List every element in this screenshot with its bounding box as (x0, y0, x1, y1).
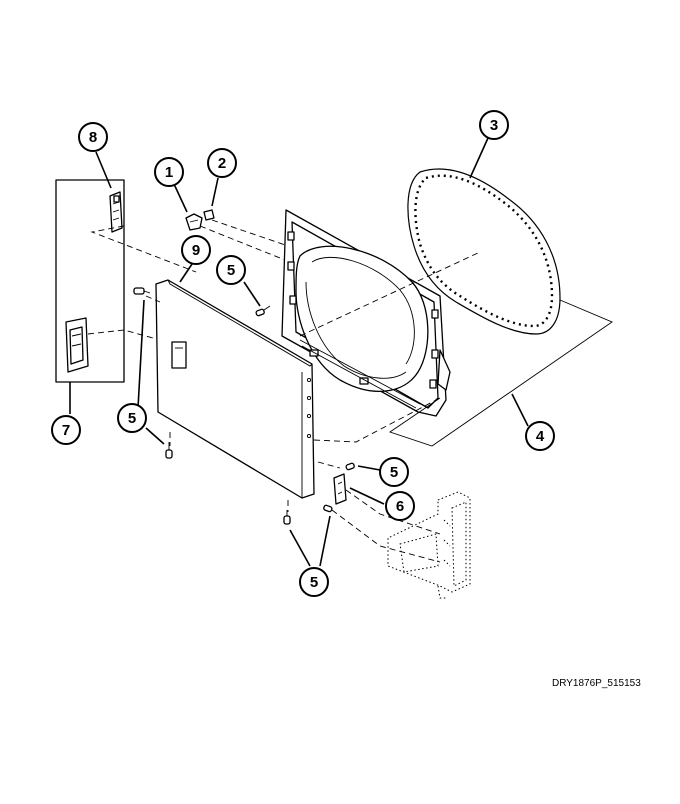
callout-label-2: 2 (218, 155, 226, 172)
callout-8: 8 (78, 122, 108, 152)
callout-5-left: 5 (117, 403, 147, 433)
door-strike-part-8 (109, 191, 123, 233)
image-code: DRY1876P_515153 (552, 678, 641, 689)
callout-label-5-left: 5 (128, 410, 136, 427)
callout-1: 1 (154, 157, 184, 187)
door-inner-panel-part-4 (281, 209, 451, 417)
callout-5-bottom: 5 (299, 567, 329, 597)
callout-5-upper: 5 (216, 255, 246, 285)
callout-label-1: 1 (165, 164, 173, 181)
callout-4: 4 (525, 421, 555, 451)
screw-part-5-a (133, 287, 151, 295)
callout-label-8: 8 (89, 129, 97, 146)
callout-label-3: 3 (490, 117, 498, 134)
hinge-clip-part-1 (185, 213, 203, 231)
assembly-outline-part-4 (388, 299, 613, 447)
door-panel-part-9 (155, 279, 315, 499)
callout-label-7: 7 (62, 422, 70, 439)
screw-part-5-c (165, 442, 173, 459)
screw-part-5-d (345, 462, 355, 471)
callout-label-4: 4 (536, 428, 545, 445)
callout-label-5-right: 5 (390, 464, 398, 481)
callout-label-9: 9 (192, 242, 200, 259)
hinge-part-6 (333, 473, 347, 505)
clip-part-2 (203, 209, 215, 221)
callout-label-6: 6 (396, 498, 404, 515)
screw-part-5-e (283, 510, 291, 525)
screw-part-5-b (255, 305, 271, 317)
callout-3: 3 (479, 110, 509, 140)
callout-label-5-upper: 5 (227, 262, 235, 279)
callout-2: 2 (207, 148, 237, 178)
cabinet-bracket (387, 491, 471, 599)
door-gasket-part-3 (407, 168, 561, 335)
door-handle-part-7 (65, 317, 89, 373)
callout-9: 9 (181, 235, 211, 265)
callout-6: 6 (385, 491, 415, 521)
callout-leaders (69, 137, 529, 567)
screw-part-5-f (323, 504, 333, 513)
callout-5-right: 5 (379, 457, 409, 487)
callout-label-5-bottom: 5 (310, 574, 318, 591)
callout-7: 7 (51, 415, 81, 445)
